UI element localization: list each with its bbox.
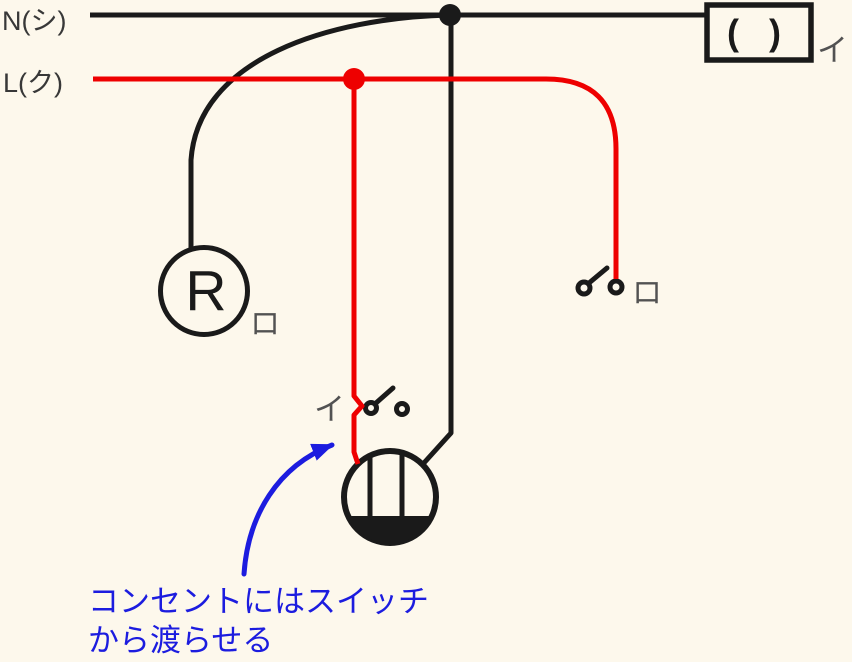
live-drop-wire bbox=[351, 79, 365, 465]
live-wire bbox=[93, 76, 619, 279]
switch-i-left-contact bbox=[363, 400, 379, 416]
annotation-arrow bbox=[241, 442, 335, 577]
switch-i-circuit-label: イ bbox=[314, 392, 345, 427]
switch-i-symbol bbox=[363, 385, 410, 417]
switch-ro-blade bbox=[586, 265, 610, 286]
black-wires bbox=[90, 2, 814, 546]
live-label: L(ク) bbox=[3, 68, 63, 98]
outlet-filled-segment bbox=[348, 516, 432, 544]
switch-ro-symbol bbox=[575, 265, 625, 297]
blank-device-box-outline bbox=[704, 2, 814, 63]
annotation-line1: コンセントにはスイッチ bbox=[88, 584, 429, 619]
red-wires bbox=[93, 76, 619, 465]
lamp-r-outline bbox=[158, 245, 250, 337]
switch-i-right-contact bbox=[394, 401, 410, 417]
lamp-r-letter: R bbox=[185, 259, 226, 323]
switch-i-blade bbox=[373, 385, 396, 406]
blank-device-content: ( ) bbox=[727, 12, 791, 53]
switch-ro-circuit-label: ロ bbox=[632, 277, 662, 310]
annotation-line2: から渡らせる bbox=[88, 623, 273, 658]
black-fills bbox=[348, 4, 461, 544]
wire-neutral-drop-to-outlet bbox=[421, 15, 454, 466]
lamp-r-circuit-label: ロ bbox=[250, 308, 280, 341]
neutral-label: N(シ) bbox=[2, 6, 66, 36]
switch-ro-right-contact bbox=[607, 278, 625, 296]
neutral-junction-dot bbox=[439, 4, 461, 26]
live-junction-dot bbox=[343, 68, 365, 90]
blank-device-circuit-label: イ bbox=[817, 33, 848, 68]
switch-ro-left-contact bbox=[575, 279, 593, 297]
wire-neutral-to-lamp-r bbox=[188, 12, 452, 251]
outlet-slot-lines bbox=[367, 453, 405, 516]
